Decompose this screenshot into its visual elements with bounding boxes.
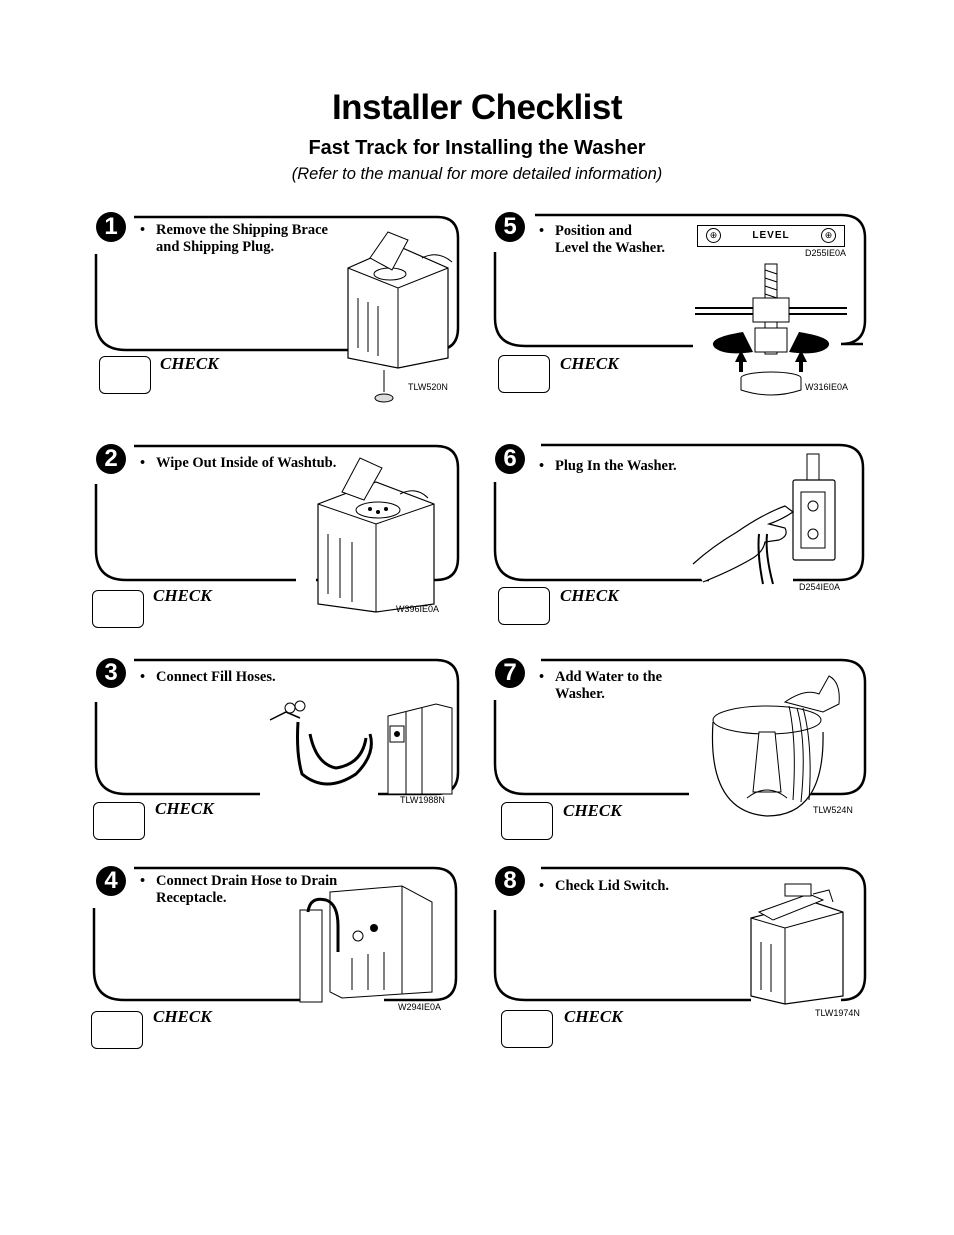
- level-tool: ⊕ LEVEL ⊕: [697, 225, 845, 247]
- check-label: CHECK: [560, 586, 619, 605]
- washtub-water-illustration: [711, 675, 840, 817]
- illustration-code: W316IE0A: [805, 382, 849, 392]
- step-frame: [493, 658, 867, 796]
- check-label: CHECK: [160, 354, 219, 373]
- step-3: 3 • Connect Fill Hoses. TLW1988N CHECK: [92, 654, 482, 854]
- illustration-code: D254IE0A: [799, 582, 841, 592]
- plug-outlet-illustration: [692, 453, 836, 585]
- illustration-code: TLW1974N: [815, 1008, 860, 1018]
- level-bubble-icon: ⊕: [821, 228, 836, 243]
- step-number-badge: 5: [495, 212, 525, 242]
- washer-shipping-brace-illustration: [347, 231, 453, 403]
- step-number-badge: 3: [96, 658, 126, 688]
- step-number-badge: 4: [96, 866, 126, 896]
- step-frame: [493, 213, 867, 348]
- level-bubble-icon: ⊕: [706, 228, 721, 243]
- check-box[interactable]: [92, 590, 144, 628]
- step-number-badge: 8: [495, 866, 525, 896]
- check-box[interactable]: [91, 1011, 143, 1049]
- step-instruction: • Plug In the Washer.: [539, 458, 677, 474]
- check-label: CHECK: [564, 1007, 623, 1026]
- washer-lid-switch-illustration: [750, 883, 844, 1005]
- step-number-badge: 6: [495, 444, 525, 474]
- bullet-icon: •: [539, 669, 545, 685]
- washer-open-lid-illustration: [317, 457, 435, 613]
- step-number-badge: 7: [495, 658, 525, 688]
- step-4: 4 • Connect Drain Hose to Drain Receptac…: [91, 862, 482, 1062]
- step-instruction: • Connect Fill Hoses.: [140, 669, 276, 685]
- bullet-icon: •: [140, 873, 146, 889]
- step-instruction: • Remove the Shipping Brace and Shipping…: [140, 222, 328, 255]
- page-subtitle: Fast Track for Installing the Washer: [308, 137, 646, 159]
- bullet-icon: •: [140, 669, 146, 685]
- check-box[interactable]: [93, 802, 145, 840]
- step-instruction: • Add Water to the Washer.: [539, 669, 663, 702]
- fill-hoses-illustration: [269, 700, 453, 795]
- step-1: 1 • Remove the Shipping Brace and Shippi…: [92, 208, 482, 408]
- check-label: CHECK: [153, 586, 212, 605]
- step-number-badge: 2: [96, 444, 126, 474]
- illustration-code: D255IE0A: [805, 248, 847, 258]
- reference-note: (Refer to the manual for more detailed i…: [291, 165, 663, 183]
- step-frame: [94, 444, 460, 582]
- step-instruction: • Connect Drain Hose to Drain Receptacle…: [140, 873, 338, 906]
- check-label: CHECK: [560, 354, 619, 373]
- check-box[interactable]: [99, 356, 151, 394]
- leveling-leg-illustration: [695, 263, 847, 396]
- drain-hose-illustration: [299, 885, 433, 1003]
- illustration-code: W294IE0A: [398, 1002, 442, 1012]
- step-frame: [493, 866, 867, 1002]
- check-box[interactable]: [498, 355, 550, 393]
- illustration-code: W396IE0A: [396, 604, 440, 614]
- check-box[interactable]: [501, 802, 553, 840]
- check-label: CHECK: [153, 1007, 212, 1026]
- step-number-badge: 1: [96, 212, 126, 242]
- step-6: 6 • Plug In the Washer. D254IE0A CHECK: [491, 440, 881, 640]
- check-label: CHECK: [155, 799, 214, 818]
- step-instruction: • Check Lid Switch.: [539, 878, 670, 894]
- bullet-icon: •: [539, 878, 545, 894]
- bullet-icon: •: [539, 223, 545, 239]
- check-box[interactable]: [501, 1010, 553, 1048]
- step-5: 5 • Position and Level the Washer. ⊕ LEV…: [491, 208, 881, 408]
- step-instruction: • Position and Level the Washer.: [539, 223, 665, 256]
- step-8: 8 • Check Lid Switch. TLW1974N CHECK: [491, 862, 881, 1062]
- step-7: 7 • Add Water to the Washer. TLW524N CHE…: [491, 654, 881, 854]
- bullet-icon: •: [140, 222, 146, 238]
- page-title: Installer Checklist: [331, 88, 623, 127]
- bullet-icon: •: [539, 458, 545, 474]
- step-frame: [493, 443, 865, 582]
- illustration-code: TLW524N: [813, 805, 853, 815]
- check-label: CHECK: [563, 801, 622, 820]
- step-frame: [92, 866, 458, 1002]
- step-2: 2 • Wipe Out Inside of Washtub. W396IE0A…: [92, 440, 482, 640]
- level-label: LEVEL: [752, 230, 790, 241]
- illustration-code: TLW520N: [408, 382, 448, 392]
- illustration-code: TLW1988N: [400, 795, 445, 805]
- step-instruction: • Wipe Out Inside of Washtub.: [140, 455, 337, 471]
- check-box[interactable]: [498, 587, 550, 625]
- bullet-icon: •: [140, 455, 146, 471]
